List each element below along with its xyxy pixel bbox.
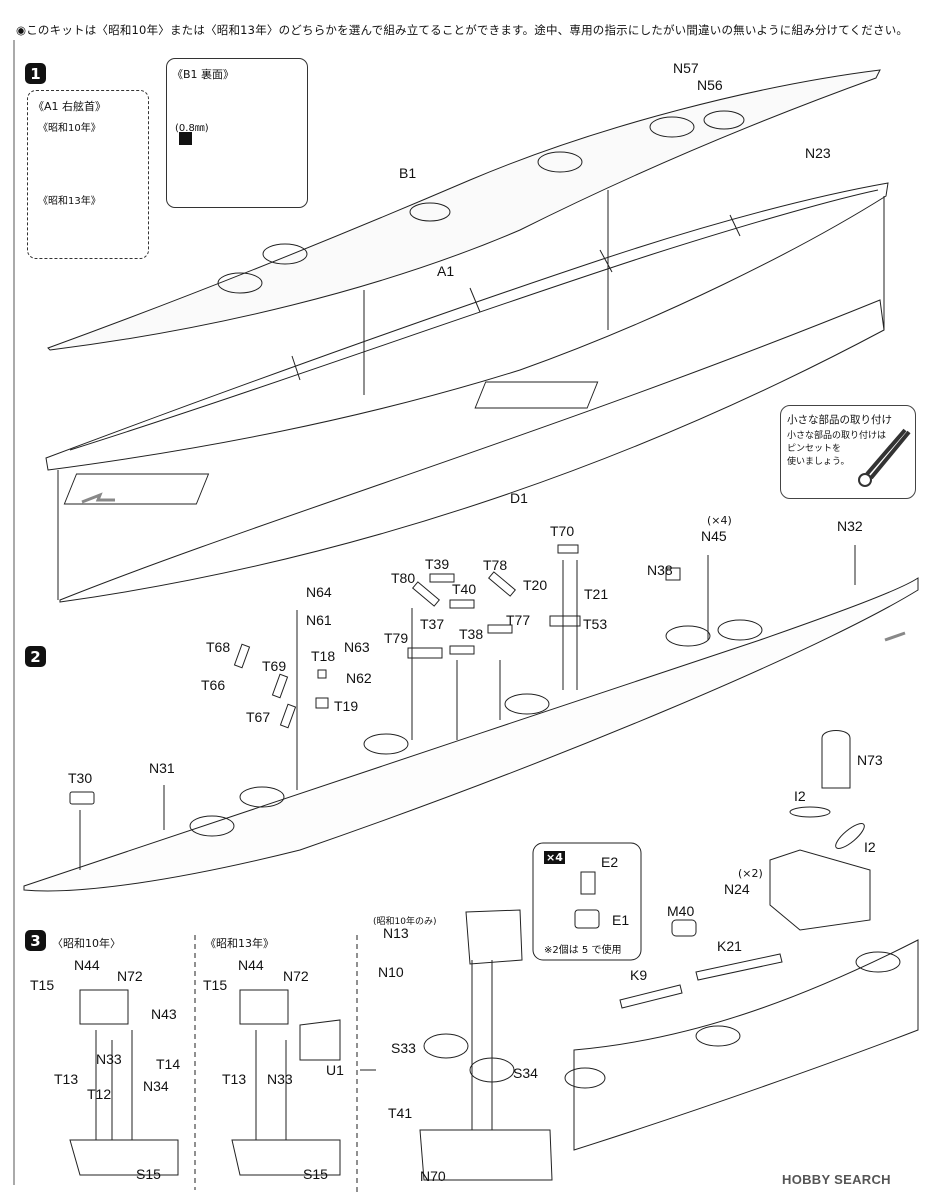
part-n24: N24 — [724, 881, 750, 897]
tweezers-icon — [858, 428, 911, 487]
part-t20: T20 — [523, 577, 548, 593]
part-t66: T66 — [201, 677, 226, 693]
part-t78: T78 — [483, 557, 508, 573]
part-t70: T70 — [550, 523, 575, 539]
part-s34: S34 — [513, 1065, 538, 1081]
part-n70: N70 — [420, 1168, 446, 1184]
quantity-x4-badge: ×4 — [544, 851, 565, 864]
part-t21: T21 — [584, 586, 609, 602]
part-t38: T38 — [459, 626, 484, 642]
part-n32: N32 — [837, 518, 863, 534]
part-t41: T41 — [388, 1105, 413, 1121]
part-n38: N38 — [647, 562, 673, 578]
part-n44-a: N44 — [74, 957, 100, 973]
part-n43: N43 — [151, 1006, 177, 1022]
part-n45: N45 — [701, 528, 727, 544]
step2-ship-outline — [23, 577, 919, 892]
tip-line-1: 小さな部品の取り付けは — [787, 431, 887, 441]
drill-size: (0.8㎜) — [175, 123, 209, 134]
part-n62: N62 — [346, 670, 372, 686]
step3-only-1935: (昭和10年のみ) — [373, 917, 437, 927]
part-n73: N73 — [857, 752, 883, 768]
part-n61: N61 — [306, 612, 332, 628]
part-m40: M40 — [667, 903, 695, 919]
part-n56: N56 — [697, 77, 723, 93]
part-n44-b: N44 — [238, 957, 264, 973]
part-t69: T69 — [262, 658, 287, 674]
bridge-superstructure — [769, 849, 871, 931]
part-t18: T18 — [311, 648, 336, 664]
step-2-badge: 2 — [25, 646, 46, 667]
part-n23: N23 — [805, 145, 831, 161]
part-u1: U1 — [326, 1062, 344, 1078]
part-n13: N13 — [383, 925, 409, 941]
part-t15-a: T15 — [30, 977, 55, 993]
part-t40: T40 — [452, 581, 477, 597]
step3-mid-title: 《昭和13年》 — [205, 937, 274, 950]
part-i2-a: I2 — [794, 788, 806, 804]
part-t15-b: T15 — [203, 977, 228, 993]
inset-a1-bow — [27, 90, 149, 259]
part-t67: T67 — [246, 709, 271, 725]
part-t77: T77 — [506, 612, 531, 628]
quantity-x2: (×2) — [738, 867, 763, 880]
part-k9: K9 — [630, 967, 648, 983]
b1-deck-outline — [47, 69, 881, 351]
inset-a1-year1: 《昭和10年》 — [38, 123, 101, 134]
part-t53: T53 — [583, 616, 608, 632]
part-t37: T37 — [420, 616, 445, 632]
part-t68: T68 — [206, 639, 231, 655]
quantity-x4: (×4) — [707, 514, 732, 527]
part-n72-a: N72 — [117, 968, 143, 984]
part-n57: N57 — [673, 60, 699, 76]
part-d1: D1 — [510, 490, 528, 506]
part-t14: T14 — [156, 1056, 181, 1072]
step-3-badge: 3 — [25, 930, 46, 951]
a1-hull-outline — [45, 182, 889, 471]
part-s15-b: S15 — [303, 1166, 328, 1182]
part-n33-b: N33 — [267, 1071, 293, 1087]
inset-a1-year2: 《昭和13年》 — [38, 196, 101, 207]
part-t80: T80 — [391, 570, 416, 586]
inset-b1-title: 《B1 裏面》 — [172, 68, 235, 81]
step-1-badge: 1 — [25, 63, 46, 84]
part-t79: T79 — [384, 630, 409, 646]
part-e2: E2 — [601, 854, 619, 870]
step2-aft-deck — [573, 939, 919, 1151]
part-s33: S33 — [391, 1040, 416, 1056]
e-parts-note: ※2個は 5 で使用 — [544, 945, 622, 956]
inset-a1-title: 《A1 右舷首》 — [33, 100, 107, 113]
part-t30: T30 — [68, 770, 93, 786]
part-n10: N10 — [378, 964, 404, 980]
hobby-search-watermark: HOBBY SEARCH — [782, 1172, 891, 1187]
part-b1: B1 — [399, 165, 417, 181]
tip-title: 小さな部品の取り付け — [787, 414, 892, 426]
part-n33-a: N33 — [96, 1051, 122, 1067]
part-a1: A1 — [437, 263, 455, 279]
part-n64: N64 — [306, 584, 332, 600]
tweezers-tip-box: 小さな部品の取り付け 小さな部品の取り付けは ピンセットを 使いましょう。 — [780, 405, 916, 499]
part-i2-b: I2 — [864, 839, 876, 855]
part-e1: E1 — [612, 912, 630, 928]
part-t13-a: T13 — [54, 1071, 79, 1087]
part-n63: N63 — [344, 639, 370, 655]
part-t19: T19 — [334, 698, 359, 714]
part-t12: T12 — [87, 1086, 112, 1102]
tip-line-2: ピンセットを — [787, 444, 842, 454]
inset-b1-underside — [166, 58, 308, 208]
part-n34: N34 — [143, 1078, 169, 1094]
part-n72-b: N72 — [283, 968, 309, 984]
part-n31: N31 — [149, 760, 175, 776]
drill-hole-icon — [179, 132, 192, 145]
part-s15-a: S15 — [136, 1166, 161, 1182]
part-t13-b: T13 — [222, 1071, 247, 1087]
part-k21: K21 — [717, 938, 742, 954]
n73-funnel — [821, 730, 851, 789]
tip-line-3: 使いましょう。 — [787, 457, 850, 467]
step3-left-title: 〈昭和10年〉 — [52, 937, 121, 950]
part-t39: T39 — [425, 556, 450, 572]
header-note: ◉このキットは〈昭和10年〉または〈昭和13年〉のどちらかを選んで組み立てること… — [16, 23, 909, 37]
